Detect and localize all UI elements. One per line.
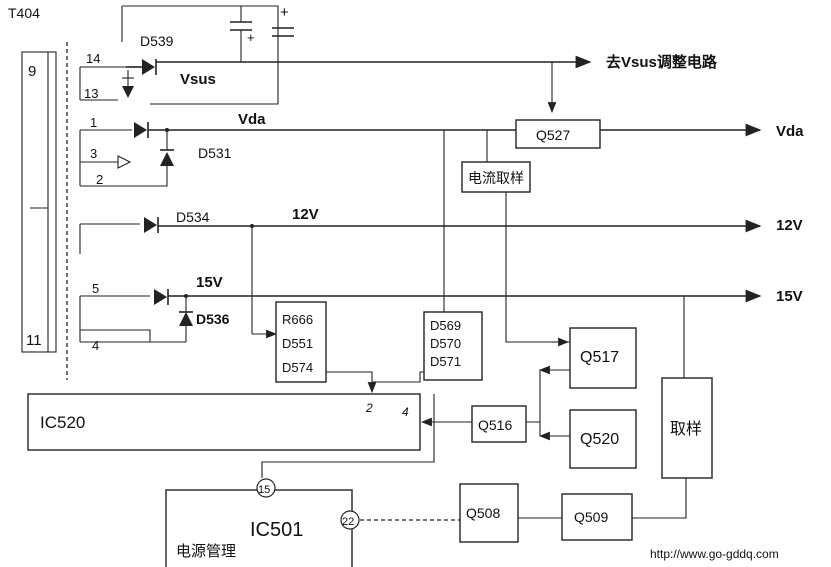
q517-label: Q517 xyxy=(580,349,619,366)
pin-1: 1 xyxy=(90,115,97,130)
winding-12v xyxy=(79,223,140,254)
current-sample-block xyxy=(461,161,531,193)
ic501-pin15: 15 xyxy=(258,484,270,496)
v12-label: 12V xyxy=(292,206,319,223)
d570-label: D570 xyxy=(430,336,461,351)
svg-text:+: + xyxy=(247,30,255,45)
winding-15v xyxy=(79,295,186,343)
pin-2: 2 xyxy=(96,172,103,187)
pin-11: 11 xyxy=(26,332,42,349)
diode-d536 xyxy=(154,289,193,342)
sample-label: 取样 xyxy=(670,420,702,438)
q520-block xyxy=(569,409,637,469)
ic520-block xyxy=(27,393,421,451)
r666-label: R666 xyxy=(282,312,313,327)
d534-label: D534 xyxy=(176,209,210,225)
q520-label: Q520 xyxy=(580,431,619,448)
q517-block xyxy=(569,327,637,389)
q527-block xyxy=(515,119,601,149)
current-sample-label: 电流取样 xyxy=(468,170,524,186)
q509-block xyxy=(561,493,633,541)
transformer-label: T404 xyxy=(8,5,40,21)
v15-output: 15V xyxy=(776,288,803,305)
q508-label: Q508 xyxy=(466,505,500,521)
ic501-desc: 电源管理 xyxy=(176,543,236,560)
pin-5: 5 xyxy=(92,281,99,296)
watermark: http://www.go-gddq.com xyxy=(650,547,779,561)
d539-label: D539 xyxy=(140,33,174,49)
vsus-destination: 去Vsus调整电路 xyxy=(606,53,718,71)
vsus-label: Vsus xyxy=(180,71,216,88)
d569-group-block xyxy=(423,311,483,381)
svg-text:+: + xyxy=(280,4,289,21)
ic501-pin15-marker xyxy=(256,478,276,498)
ic520-pin2: 2 xyxy=(365,401,373,415)
q509-label: Q509 xyxy=(574,509,608,525)
ic520-label: IC520 xyxy=(40,413,85,432)
diode-d534 xyxy=(144,217,159,233)
d536-label: D536 xyxy=(196,311,230,327)
vda-output: Vda xyxy=(776,123,804,140)
q508-block xyxy=(459,483,519,543)
diode-d539 xyxy=(122,59,157,98)
ic520-pin4: 4 xyxy=(402,405,409,419)
ic501-pin22: 22 xyxy=(342,516,354,528)
d551-label: D551 xyxy=(282,336,313,351)
r666-group-block xyxy=(275,301,327,383)
v15-label: 15V xyxy=(196,274,223,291)
q516-label: Q516 xyxy=(478,417,512,433)
ic501-pin22-marker xyxy=(340,510,360,530)
d574-label: D574 xyxy=(282,360,313,375)
vsus-filter: + + xyxy=(121,4,294,105)
pin-9: 9 xyxy=(28,63,36,80)
d531-label: D531 xyxy=(198,145,232,161)
v12-output: 12V xyxy=(776,217,803,234)
pin-14: 14 xyxy=(86,51,100,66)
ic501-label: IC501 xyxy=(250,519,303,541)
winding-vda xyxy=(79,129,132,187)
vda-label: Vda xyxy=(238,111,266,128)
q516-block xyxy=(471,405,527,443)
d569-label: D569 xyxy=(430,318,461,333)
pin-3: 3 xyxy=(90,146,97,161)
pin-4: 4 xyxy=(92,338,99,353)
q527-label: Q527 xyxy=(536,127,570,143)
transformer-primary xyxy=(21,51,57,353)
pin-13: 13 xyxy=(84,86,98,101)
d571-label: D571 xyxy=(430,354,461,369)
diode-d531 xyxy=(108,122,174,187)
winding-vsus xyxy=(79,66,126,101)
sample-block xyxy=(661,377,713,479)
